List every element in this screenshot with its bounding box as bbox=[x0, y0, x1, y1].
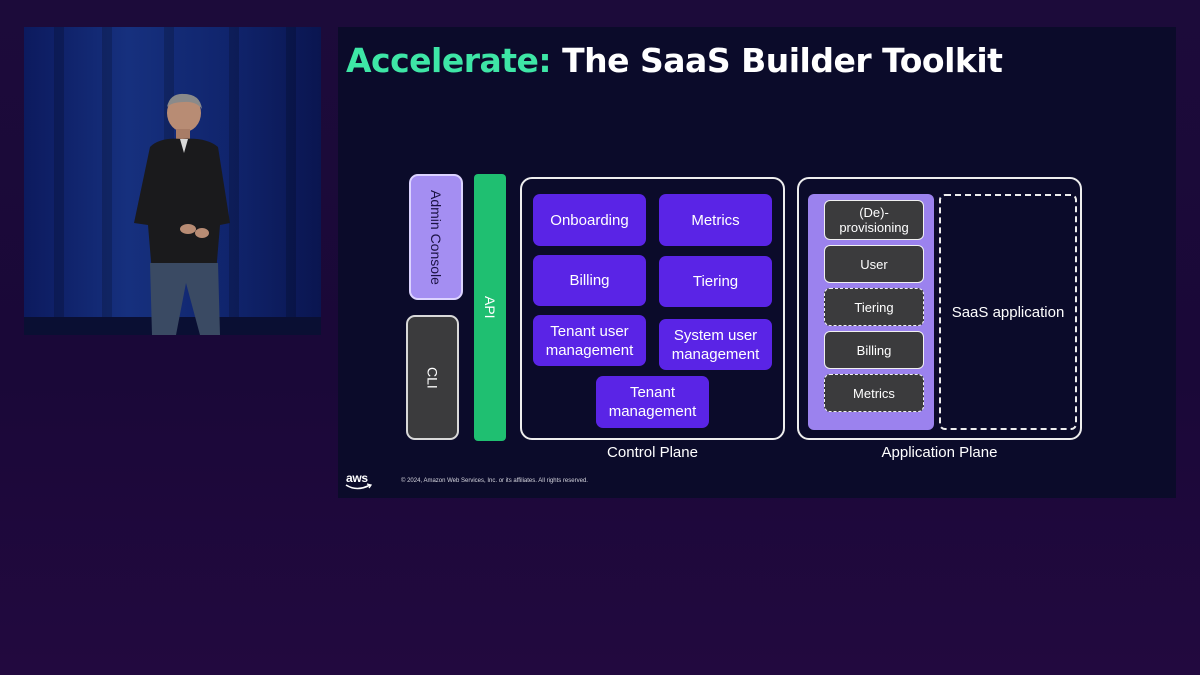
curtain-fold bbox=[102, 27, 112, 335]
app-billing-box: Billing bbox=[824, 331, 924, 369]
admin-console-box: Admin Console bbox=[409, 174, 463, 300]
api-label: API bbox=[482, 296, 498, 319]
application-plane-label: Application Plane bbox=[881, 444, 998, 461]
billing-box: Billing bbox=[533, 255, 646, 306]
curtain-fold bbox=[229, 27, 239, 335]
speaker-video bbox=[24, 27, 321, 335]
onboarding-box: Onboarding bbox=[533, 194, 646, 246]
application-plane-box bbox=[797, 177, 1082, 440]
api-bar: API bbox=[474, 174, 506, 441]
slide-title-rest: The SaaS Builder Toolkit bbox=[562, 41, 1003, 80]
control-plane-box bbox=[520, 177, 785, 440]
saas-application-box: SaaS application bbox=[939, 194, 1077, 430]
tiering-box: Tiering bbox=[659, 256, 772, 307]
control-plane-label: Control Plane bbox=[607, 444, 698, 461]
copyright-text: © 2024, Amazon Web Services, Inc. or its… bbox=[401, 478, 588, 484]
speaker-figure bbox=[134, 93, 230, 335]
admin-console-label: Admin Console bbox=[428, 189, 444, 285]
app-tiering-box: Tiering bbox=[824, 288, 924, 326]
system-user-management-box: System user management bbox=[659, 319, 772, 370]
slide-title-accent: Accelerate: bbox=[346, 41, 552, 80]
aws-logo: aws bbox=[345, 471, 373, 493]
aws-logo-text: aws bbox=[346, 471, 368, 485]
tenant-user-management-box: Tenant user management bbox=[533, 315, 646, 366]
curtain-fold bbox=[54, 27, 64, 335]
metrics-box: Metrics bbox=[659, 194, 772, 246]
deprovisioning-box: (De)-provisioning bbox=[824, 200, 924, 240]
aws-smile-icon bbox=[345, 483, 373, 490]
curtain-fold bbox=[286, 27, 296, 335]
app-metrics-box: Metrics bbox=[824, 374, 924, 412]
cli-box: CLI bbox=[406, 315, 459, 440]
cli-label: CLI bbox=[424, 366, 441, 389]
slide: Accelerate: The SaaS Builder Toolkit Adm… bbox=[338, 27, 1176, 498]
tenant-management-box: Tenant management bbox=[596, 376, 709, 428]
slide-title: Accelerate: The SaaS Builder Toolkit bbox=[346, 41, 1003, 80]
user-box: User bbox=[824, 245, 924, 283]
